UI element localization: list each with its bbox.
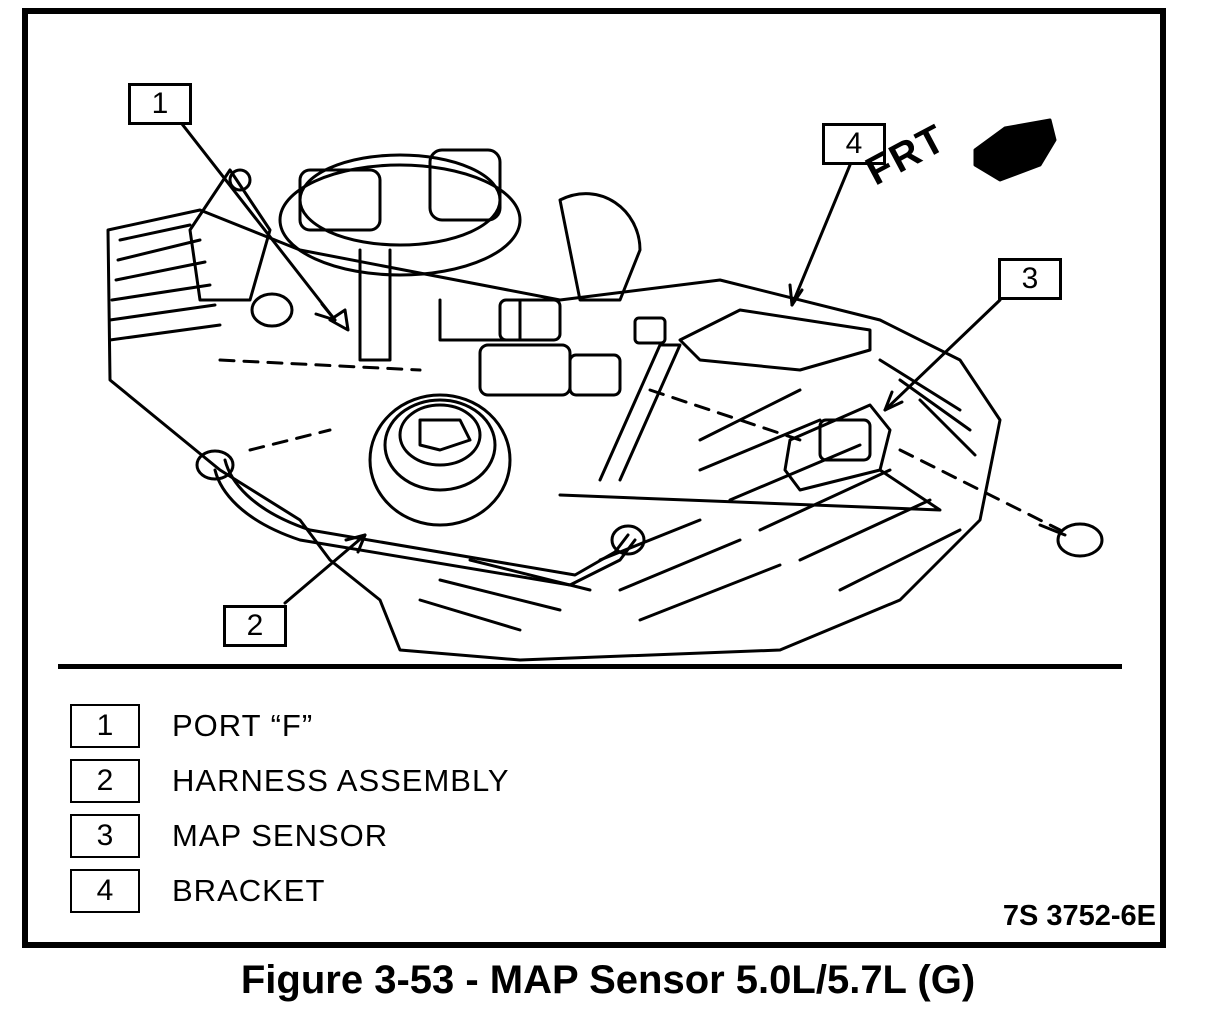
legend-number: 1 [70, 703, 140, 748]
legend-text: PORT “F” [172, 707, 314, 743]
egr-valve [368, 393, 512, 527]
legend: 1 PORT “F” 2 HARNESS ASSEMBLY 3 MAP SENS… [70, 698, 510, 918]
front-arrow-icon [973, 118, 1057, 182]
legend-item: 1 PORT “F” [70, 698, 510, 753]
actuators [478, 298, 667, 397]
callout-2: 2 [223, 605, 287, 647]
legend-item: 3 MAP SENSOR [70, 808, 510, 863]
map-sensor [783, 403, 1104, 558]
legend-number: 3 [70, 813, 140, 858]
figure-code: 7S 3752-6E [1002, 900, 1156, 932]
legend-number: 2 [70, 758, 140, 803]
figure-caption: Figure 3-53 - MAP Sensor 5.0L/5.7L (G) [240, 958, 976, 1002]
callout-3: 3 [998, 258, 1062, 300]
legend-text: HARNESS ASSEMBLY [172, 762, 510, 798]
legend-divider [58, 664, 1122, 669]
legend-item: 2 HARNESS ASSEMBLY [70, 753, 510, 808]
throttle-body [188, 148, 642, 362]
figure-frame [22, 8, 1166, 948]
callout-1: 1 [128, 83, 192, 125]
legend-text: MAP SENSOR [172, 817, 389, 853]
callout-leaders [173, 113, 1002, 605]
callout-4: 4 [822, 123, 886, 165]
legend-number: 4 [70, 868, 140, 913]
legend-text: BRACKET [172, 872, 326, 908]
port-f-fitting [218, 292, 422, 372]
harness-assembly [195, 428, 646, 587]
legend-item: 4 BRACKET [70, 863, 510, 918]
bracket [558, 308, 942, 512]
intake-manifold [106, 208, 1002, 662]
